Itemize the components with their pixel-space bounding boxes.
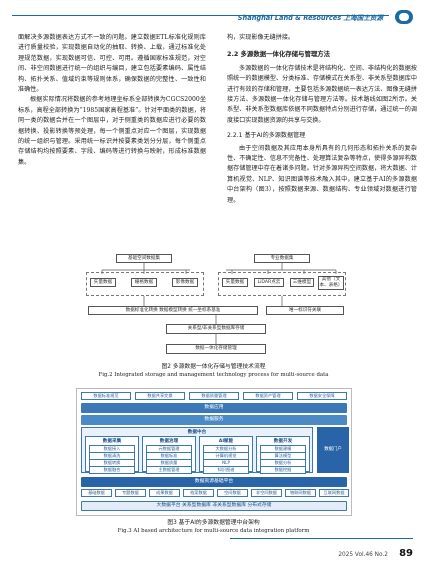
page-footer: 2025 Vol.46 No.2 89	[338, 541, 413, 560]
fig3-portal: 数据门户	[317, 427, 349, 473]
fig2-right-item-2: LiDAR点云	[254, 278, 284, 287]
left-paragraph-2: 根据实际情况将数据的参考地理坐标系全部转换为CGCS2000坐标系，高程全部转换…	[18, 96, 206, 166]
figure-3: 数据标准规范 数据共享交换 数据质量管理 数据资产管理 数据安全保障 数据应用 …	[76, 388, 352, 516]
fig2-right-group	[218, 272, 346, 296]
fig3-core-title: 数据中台	[187, 430, 207, 435]
fig3-caption-cn: 图3 基于AI的多源数据管理中台架构	[167, 520, 260, 526]
fig2-store: 关系型/非关系型数据库存储	[166, 324, 266, 334]
section-2-2-1-title: 2.2.1 基于AI的多源数据管理	[227, 132, 306, 140]
fig3-panel-3-cell-4: 知识图谱	[203, 466, 249, 474]
journal-title: Shanghai Land & Resources 上海国土资源	[237, 14, 383, 22]
fig2-left-item-2: 栅格数据	[131, 278, 157, 287]
fig2-management: 数据一体化存储管理	[166, 344, 266, 354]
fig2-right-item-3: 三维模型	[290, 278, 314, 287]
fig3-panel-1-title: 数据采集	[102, 439, 122, 444]
fig2-left-group	[86, 272, 204, 296]
fig3-infra-cell-8: 互联网数据	[319, 489, 349, 497]
fig2-left-item-3: 影像数据	[172, 278, 198, 287]
section-2-2-title: 2.2 多源数据一体化存储与管理方法	[227, 50, 331, 59]
fig2-pro-dataset: 专业数据集	[254, 254, 310, 263]
left-column: 面解决多源数据表达方式不一致的问题。建立数据ETL标准化规则库进行质量校验，实现…	[18, 33, 206, 168]
fig3-panel-2-title: 数据治理	[159, 439, 179, 444]
fig3-infra-cell-7: 物联网数据	[285, 489, 316, 497]
fig2-base-dataset: 基础空间数据集	[116, 254, 172, 263]
fig3-panel-3: AI赋能 大数据分析 计算机视觉 NLP 知识图谱	[199, 436, 253, 474]
figure-2: 基础空间数据集 专业数据集 矢量数据 栅格数据 影像数据 矢量数据 LiDAR点…	[82, 252, 350, 362]
fig2-caption-en: Fig.2 Integrated storage and management …	[98, 372, 329, 378]
right-paragraph-1: 多源数据的一体化存储技术是将结构化、空间、非结构化的数据按照统一的数据模型、分类…	[227, 64, 417, 124]
page-number: 89	[399, 548, 413, 559]
fig3-infra-cell-1: 基础数据	[81, 489, 112, 497]
footer-rule	[230, 538, 413, 539]
fig3-panel-3-title: AI赋能	[218, 439, 234, 444]
fig2-right-item-4: 其他（文本、表格）	[318, 276, 344, 290]
fig3-infra-cell-5: 空间数据	[217, 489, 248, 497]
fig3-tab-3: 数据质量管理	[189, 392, 239, 400]
fig3-panel-4: 数据开发 数据建模 算法模型 数据分析 数据挖掘	[256, 436, 310, 474]
fig3-panel-1: 数据采集 数据接入 数据清洗 数据转换 数据融合	[85, 436, 139, 474]
journal-logo-icon	[395, 10, 413, 24]
fig3-service-row: 数据服务	[81, 415, 347, 425]
fig3-infra-cell-3: 成果数据	[149, 489, 180, 497]
right-paragraph-0: 构，实现影像无缝拼接。	[227, 34, 295, 41]
fig2-left-item-1: 矢量数据	[90, 278, 116, 287]
fig3-tab-4: 数据资产管理	[243, 392, 293, 400]
fig3-core-panel: 数据中台 数据采集 数据接入 数据清洗 数据转换 数据融合 数据治理 元数据管理…	[81, 427, 313, 474]
fig3-panel-2: 数据治理 元数据管理 数据标准 数据质量 主数据管理	[142, 436, 196, 474]
right-paragraph-2: 由于空间数据及其应用本身所具有的几何形态和拓扑关系的复杂性、不确定性、信息不完备…	[227, 144, 417, 204]
fig3-panel-4-cell-4: 数据挖掘	[260, 466, 306, 474]
fig2-pipeline: 数据标准化转换 数据模型转换 统一坐标系基准	[88, 306, 258, 315]
fig3-tab-1: 数据标准规范	[81, 392, 131, 400]
right-column: 构，实现影像无缝拼接。 2.2 多源数据一体化存储与管理方法 多源数据的一体化存…	[227, 33, 417, 206]
fig3-caption: 图3 基于AI的多源数据管理中台架构 Fig.3 AI based archit…	[0, 519, 427, 535]
fig3-bottom-row: 大数据平台 关系型数据库 非关系型数据库 分布式存储	[81, 501, 347, 511]
fig3-infra-cell-6: 非空间数据	[251, 489, 282, 497]
fig2-right-item-1: 矢量数据	[222, 278, 248, 287]
fig3-tab-2: 数据共享交换	[135, 392, 185, 400]
fig3-tab-5: 数据安全保障	[297, 392, 347, 400]
fig3-infra-cell-2: 专题数据	[115, 489, 146, 497]
fig3-app-row: 数据应用	[81, 403, 347, 413]
fig3-panel-4-title: 数据开发	[273, 439, 293, 444]
fig3-infra-title: 数据资源基础平台	[81, 477, 347, 487]
fig2-identifier: 唯一标识符关联	[266, 306, 344, 315]
header-rule	[12, 15, 389, 16]
left-paragraph-1: 面解决多源数据表达方式不一致的问题。建立数据ETL标准化规则库进行质量校验，实现…	[18, 34, 206, 94]
running-header: Shanghai Land & Resources 上海国土资源	[0, 8, 427, 26]
fig2-caption: 图2 多源数据一体化存储与管理技术流程 Fig.2 Integrated sto…	[0, 363, 427, 379]
fig3-caption-en: Fig.3 AI based architecture for multi-so…	[117, 528, 310, 534]
issue-label: 2025 Vol.46 No.2	[338, 552, 388, 558]
fig2-caption-cn: 图2 多源数据一体化存储与管理技术流程	[161, 364, 266, 370]
figure-2-connectors	[101, 263, 337, 344]
fig3-panel-1-cell-4: 数据融合	[89, 466, 135, 474]
fig3-panel-2-cell-4: 主数据管理	[146, 466, 192, 474]
fig3-infra-cell-4: 档案数据	[183, 489, 214, 497]
